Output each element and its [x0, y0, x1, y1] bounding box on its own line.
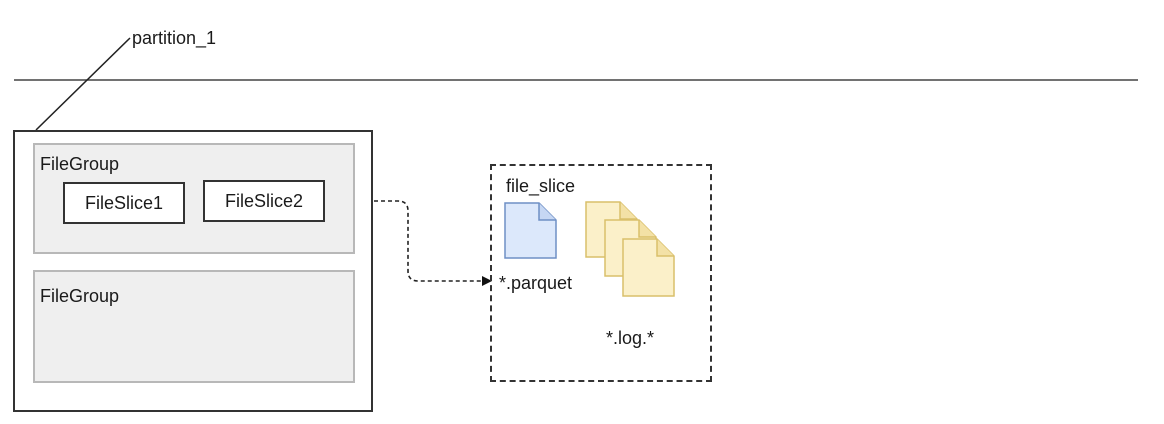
parquet-file-icon	[504, 202, 557, 259]
file-slice-detail-box	[490, 164, 712, 382]
partition-label: partition_1	[132, 28, 217, 48]
log-file-icon	[585, 201, 675, 297]
partition-pointer-line	[35, 37, 131, 131]
file-group-2	[33, 270, 355, 383]
file-group-2-label: FileGroup	[40, 286, 120, 306]
file-slice-detail-label: file_slice	[506, 176, 576, 196]
log-label: *.log.*	[606, 328, 655, 348]
fileslice-connector-arrow	[325, 200, 492, 286]
file-slice-1: FileSlice1	[63, 182, 185, 224]
file-slice-2: FileSlice2	[203, 180, 325, 222]
parquet-label: *.parquet	[499, 273, 573, 293]
file-group-1-label: FileGroup	[40, 154, 120, 174]
